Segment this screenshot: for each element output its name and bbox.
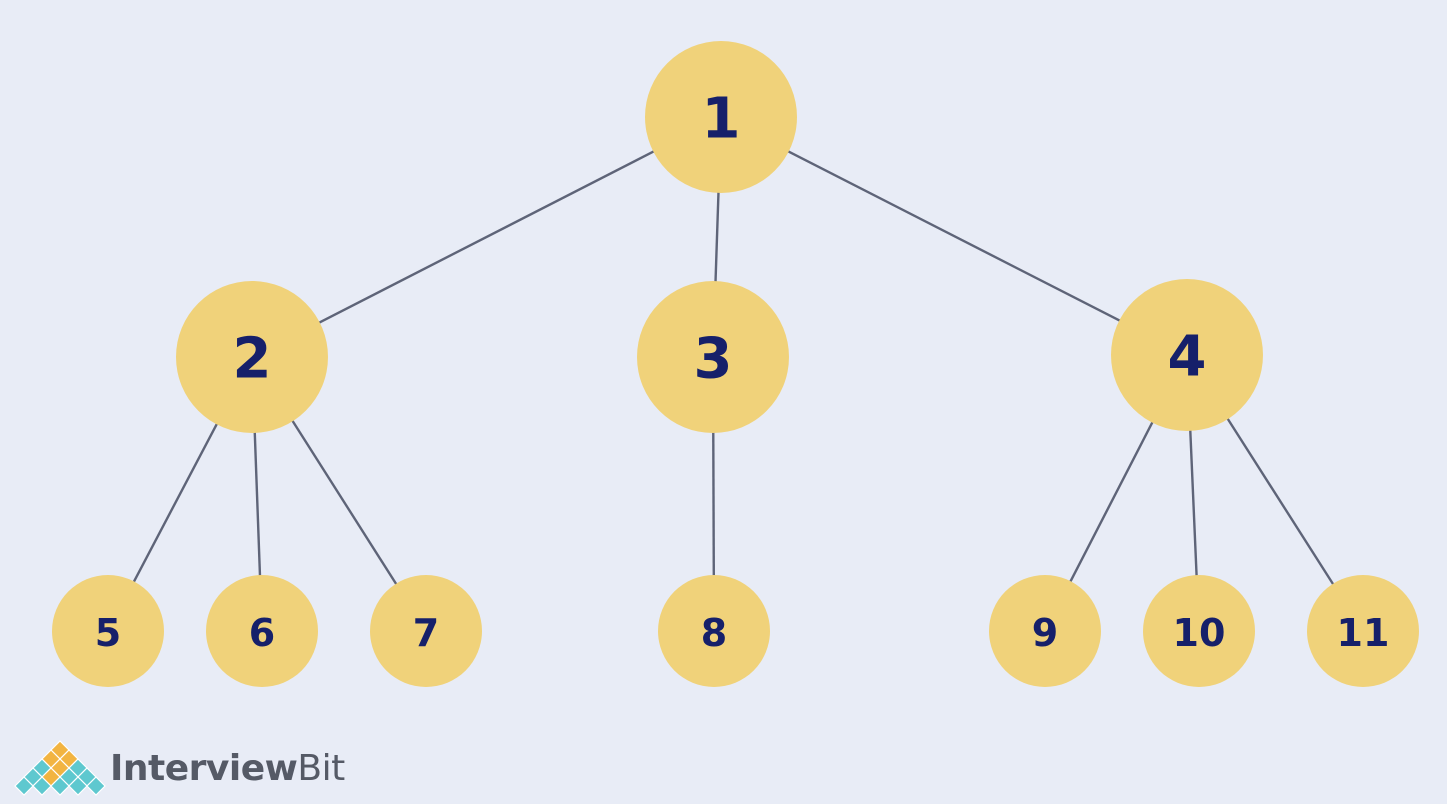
- logo-text-interview: Interview: [110, 747, 298, 789]
- node-10: 10: [1143, 575, 1255, 687]
- node-circle-9: [989, 575, 1101, 687]
- node-6: 6: [206, 575, 318, 687]
- node-circle-4: [1111, 279, 1263, 431]
- node-7: 7: [370, 575, 482, 687]
- node-label-2: 2: [233, 327, 272, 392]
- logo-text-bit: Bit: [297, 747, 345, 789]
- node-label-3: 3: [694, 327, 733, 392]
- node-label-6: 6: [249, 611, 275, 655]
- interviewbit-logo: InterviewBit: [14, 738, 345, 798]
- nodes-layer: 1 2 3 4 5 6 7 8 9 10 11: [52, 41, 1419, 687]
- edges-layer: [132, 149, 1335, 587]
- node-1: 1: [645, 41, 797, 193]
- node-9: 9: [989, 575, 1101, 687]
- node-circle-1: [645, 41, 797, 193]
- logo-diamond: [32, 776, 52, 796]
- node-circle-6: [206, 575, 318, 687]
- node-circle-10: [1143, 575, 1255, 687]
- logo-diamond: [50, 776, 70, 796]
- node-circle-2: [176, 281, 328, 433]
- node-11: 11: [1307, 575, 1419, 687]
- node-circle-5: [52, 575, 164, 687]
- node-circle-3: [637, 281, 789, 433]
- node-4: 4: [1111, 279, 1263, 431]
- edge-1-2: [317, 149, 656, 325]
- node-label-9: 9: [1032, 611, 1058, 655]
- edge-4-11: [1225, 416, 1335, 587]
- edge-2-5: [132, 421, 219, 584]
- node-label-5: 5: [95, 611, 121, 655]
- node-label-11: 11: [1337, 611, 1390, 655]
- node-circle-11: [1307, 575, 1419, 687]
- interviewbit-diamond-logo-icon: [14, 740, 106, 796]
- node-circle-8: [658, 575, 770, 687]
- node-circle-7: [370, 575, 482, 687]
- logo-diamond: [14, 776, 34, 796]
- edge-3-8: [712, 430, 716, 578]
- logo-diamond: [68, 776, 88, 796]
- edge-1-4: [786, 149, 1122, 323]
- node-5: 5: [52, 575, 164, 687]
- node-label-7: 7: [413, 611, 439, 655]
- logo-text: InterviewBit: [110, 748, 345, 789]
- node-label-8: 8: [701, 611, 727, 655]
- node-8: 8: [658, 575, 770, 687]
- logo-diamond: [86, 776, 106, 796]
- node-label-10: 10: [1173, 611, 1226, 655]
- edge-1-3: [714, 190, 720, 284]
- node-3: 3: [637, 281, 789, 433]
- edge-4-10: [1189, 428, 1198, 578]
- edge-2-7: [290, 418, 399, 587]
- node-label-4: 4: [1168, 325, 1207, 390]
- node-label-1: 1: [702, 87, 741, 152]
- edge-2-6: [253, 430, 262, 578]
- edge-4-9: [1068, 420, 1155, 584]
- node-2: 2: [176, 281, 328, 433]
